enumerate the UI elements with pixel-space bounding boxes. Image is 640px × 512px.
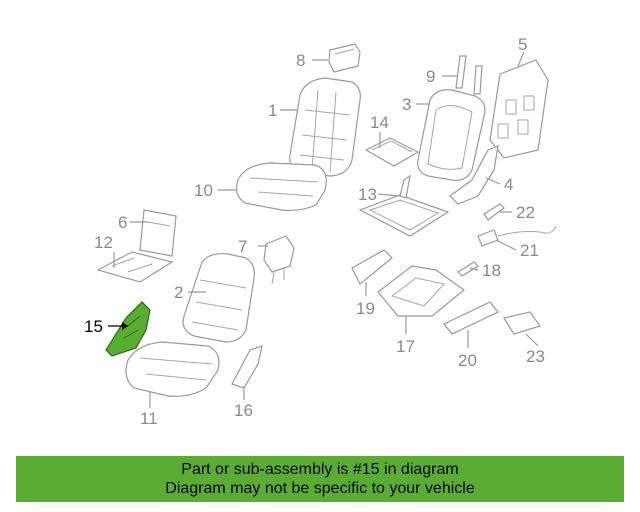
- seat-parts-diagram: 8 1 3 9 5 4 10 14 13 22 21 18 19 17 20 2…: [84, 35, 557, 428]
- callout-19[interactable]: 19: [356, 299, 375, 318]
- part-20-track-cover: [443, 301, 499, 335]
- callout-16[interactable]: 16: [234, 401, 253, 420]
- part-3-seatback-frame: [417, 89, 486, 181]
- part-9-bolts: [455, 55, 483, 95]
- part-11-seat-cushion: [125, 341, 220, 397]
- callout-11[interactable]: 11: [140, 409, 158, 428]
- callout-9[interactable]: 9: [426, 67, 435, 86]
- part-4-recliner: [449, 145, 499, 205]
- callout-5[interactable]: 5: [518, 35, 527, 54]
- part-21-cable: [477, 225, 557, 247]
- part-12-mat: [96, 251, 174, 283]
- callout-7[interactable]: 7: [238, 237, 247, 256]
- callout-3[interactable]: 3: [402, 95, 411, 114]
- part-info-line-1: Part or sub-assembly is #15 in diagram: [181, 461, 459, 478]
- part-15-side-shield-highlighted: [105, 301, 151, 357]
- callout-21[interactable]: 21: [520, 241, 539, 260]
- part-17-seat-track: [377, 265, 465, 317]
- callout-22[interactable]: 22: [516, 203, 535, 222]
- callout-23[interactable]: 23: [526, 347, 545, 366]
- part-1-seatback-cushion: [289, 77, 361, 177]
- callout-8[interactable]: 8: [296, 51, 305, 70]
- part-6-panel: [139, 209, 177, 257]
- part-16-trim: [231, 345, 263, 389]
- part-7-headrest: [263, 235, 295, 285]
- callout-13[interactable]: 13: [358, 185, 377, 204]
- part-info-banner: Part or sub-assembly is #15 in diagram D…: [16, 456, 624, 502]
- callout-labels: 8 1 3 9 5 4 10 14 13 22 21 18 19 17 20 2…: [84, 35, 545, 428]
- callout-10[interactable]: 10: [194, 181, 213, 200]
- callout-6[interactable]: 6: [118, 213, 127, 232]
- callout-14[interactable]: 14: [370, 113, 389, 132]
- part-2-seatback: [182, 253, 255, 343]
- leader-lines: [108, 51, 539, 408]
- part-info-line-2: Diagram may not be specific to your vehi…: [165, 480, 475, 497]
- part-14-pad: [364, 137, 420, 167]
- part-5-rear-panel: [489, 59, 549, 159]
- callout-20[interactable]: 20: [458, 351, 477, 370]
- part-18-latch: [457, 261, 479, 277]
- part-10-seat-cushion: [235, 162, 327, 212]
- part-22-handle: [483, 203, 505, 221]
- callout-15-highlighted[interactable]: 15: [84, 317, 103, 336]
- callout-1[interactable]: 1: [268, 101, 277, 120]
- part-13-seat-frame: [358, 174, 450, 237]
- callout-2[interactable]: 2: [174, 283, 183, 302]
- part-19-side-bracket: [351, 249, 393, 285]
- callout-12[interactable]: 12: [94, 233, 113, 252]
- part-8-headrest: [328, 43, 361, 73]
- part-23-motor: [503, 311, 541, 335]
- callout-18[interactable]: 18: [482, 261, 501, 280]
- callout-17[interactable]: 17: [396, 337, 415, 356]
- callout-4[interactable]: 4: [504, 175, 513, 194]
